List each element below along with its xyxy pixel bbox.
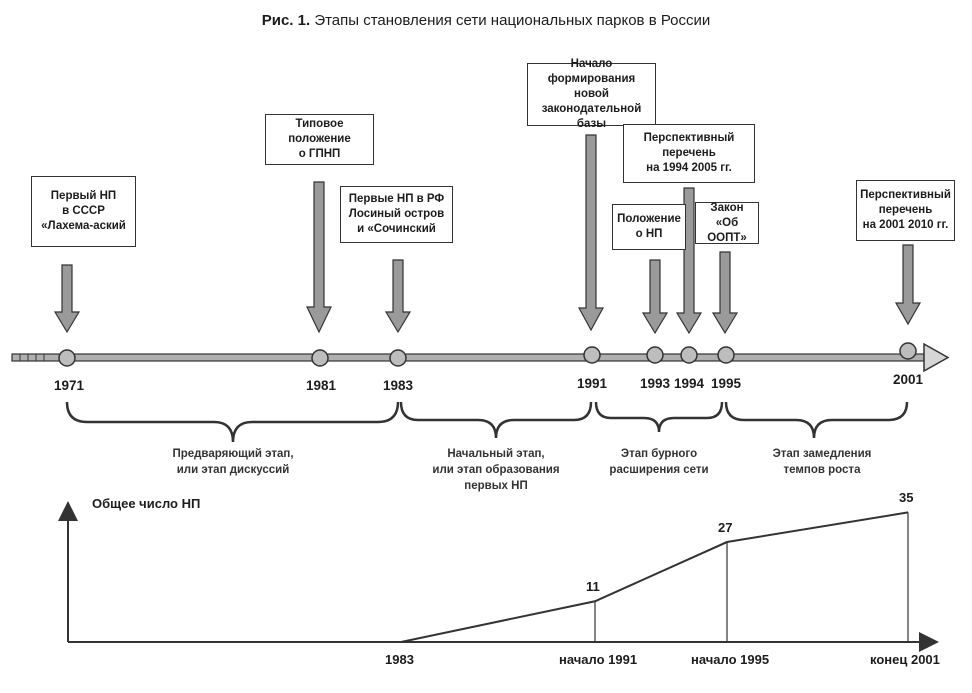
figure-title: Рис. 1. Этапы становления сети националь… xyxy=(0,12,972,29)
event-box-regulation-np: Положение о НП xyxy=(612,204,686,250)
arrow-2001 xyxy=(894,244,922,326)
year-label: 1983 xyxy=(382,378,414,393)
year-label: 1991 xyxy=(576,376,608,391)
arrow-1983 xyxy=(384,259,412,334)
arrow-1991 xyxy=(577,134,605,332)
chart-series-line xyxy=(400,511,909,643)
chart-series xyxy=(400,511,909,643)
marker-1993 xyxy=(646,346,664,364)
brace-stage-4 xyxy=(724,401,909,439)
brace-stage-3 xyxy=(594,401,724,433)
marker-2001 xyxy=(899,342,917,360)
marker-1991 xyxy=(583,346,601,364)
chart-x-tick-label: начало 1995 xyxy=(691,652,770,667)
arrow-1994 xyxy=(675,187,703,335)
event-arrows xyxy=(53,134,922,335)
year-label: 1995 xyxy=(710,376,742,391)
arrow-1993 xyxy=(641,259,669,335)
timeline-axis xyxy=(11,342,950,373)
arrow-1981 xyxy=(306,181,332,334)
figure-number: Рис. 1. xyxy=(261,12,311,29)
year-label: 1994 xyxy=(673,376,705,391)
marker-1994 xyxy=(680,346,698,364)
stage-label-slowdown: Этап замедления темпов роста xyxy=(772,448,872,476)
stage-label-initial: Начальный этап, или этап образования пер… xyxy=(432,448,560,492)
year-label: 1981 xyxy=(305,378,337,393)
chart-x-tick-label: конец 2001 xyxy=(870,652,940,667)
chart-data-label: 35 xyxy=(899,490,914,506)
stage-label-expansion: Этап бурного расширения сети xyxy=(609,448,709,476)
event-box-typical-regulation: Типовое положение о ГПНП xyxy=(265,114,374,165)
marker-1981 xyxy=(311,349,329,367)
chart-y-axis-label: Общее число НП xyxy=(92,496,201,511)
chart-axes xyxy=(58,501,939,652)
chart-data-label: 11 xyxy=(586,579,600,595)
arrow-1995 xyxy=(711,251,739,335)
chart-data-label: 27 xyxy=(718,520,733,536)
stage-braces xyxy=(65,401,909,443)
chart-x-tick-label: начало 1991 xyxy=(559,652,638,667)
stage-label-preliminary: Предваряющий этап, или этап дискуссий xyxy=(172,448,294,476)
marker-1971 xyxy=(58,349,76,367)
brace-stage-2 xyxy=(399,401,593,439)
timeline-markers xyxy=(58,342,917,367)
brace-stage-1 xyxy=(65,401,400,443)
timeline-arrowhead xyxy=(923,342,950,373)
marker-1983 xyxy=(389,349,407,367)
event-box-prospective-list-2001: Перспективный перечень на 2001 2010 гг. xyxy=(856,180,955,241)
event-box-first-np-ussr: Первый НП в СССР «Лахема-аский xyxy=(31,176,136,247)
year-label: 2001 xyxy=(892,372,924,387)
arrow-1971 xyxy=(53,264,81,334)
figure-caption: Этапы становления сети национальных парк… xyxy=(314,12,711,29)
event-box-law-oopt: Закон «Об ООПТ» xyxy=(695,202,759,244)
marker-1995 xyxy=(717,346,735,364)
year-label: 1971 xyxy=(53,378,85,393)
event-box-new-legal-base: Начало формирования новой законодательно… xyxy=(527,58,656,130)
chart-x-tick-label: 1983 xyxy=(385,652,414,667)
year-label: 1993 xyxy=(639,376,671,391)
event-box-first-np-rf: Первые НП в РФ Лосиный остров и «Сочинск… xyxy=(340,186,453,243)
event-box-prospective-list-1994: Перспективный перечень на 1994 2005 гг. xyxy=(623,124,755,183)
